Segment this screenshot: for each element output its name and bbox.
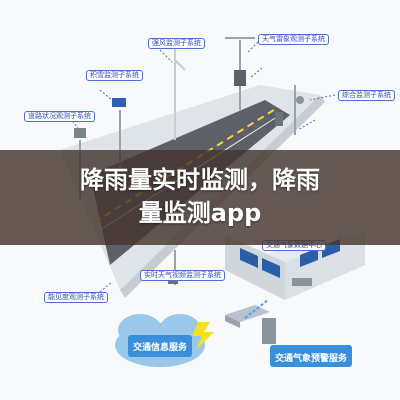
title-line-1: 降雨量实时监测，降雨 (80, 166, 320, 194)
network-switch (225, 305, 270, 322)
solar-panel (112, 98, 126, 107)
cloud-box (128, 335, 192, 357)
server-tower (262, 318, 276, 344)
label-strong-wind: 强风监测子系统 (148, 38, 205, 49)
label-realtime-video: 实时天气视频监测子系统 (140, 270, 225, 281)
title-line-2: 量监测app (138, 199, 262, 227)
visibility-box (74, 128, 86, 138)
network-switch-front (225, 315, 240, 328)
label-road-status: 道路状况观测子系统 (24, 111, 95, 122)
road-sensor-box (275, 112, 283, 126)
warning-box (270, 345, 352, 367)
title-banner (0, 150, 400, 245)
wind-sensor-pole (174, 45, 186, 140)
service-info-label: 交通信息服务 (132, 343, 187, 353)
service-warning-label: 交通气象预警服务 (274, 354, 347, 364)
signal-bolt (192, 322, 214, 350)
composite-sensor (296, 96, 304, 104)
label-weather-radar: 天气雷象观测子系统 (258, 34, 329, 45)
operator-desk (292, 278, 312, 286)
label-road-icing: 积雪监测子系统 (86, 70, 143, 81)
label-composite: 综合监测子系统 (338, 90, 395, 101)
radar-cabinet (234, 70, 246, 86)
label-low-visibility: 能见度观测子系统 (44, 292, 108, 303)
